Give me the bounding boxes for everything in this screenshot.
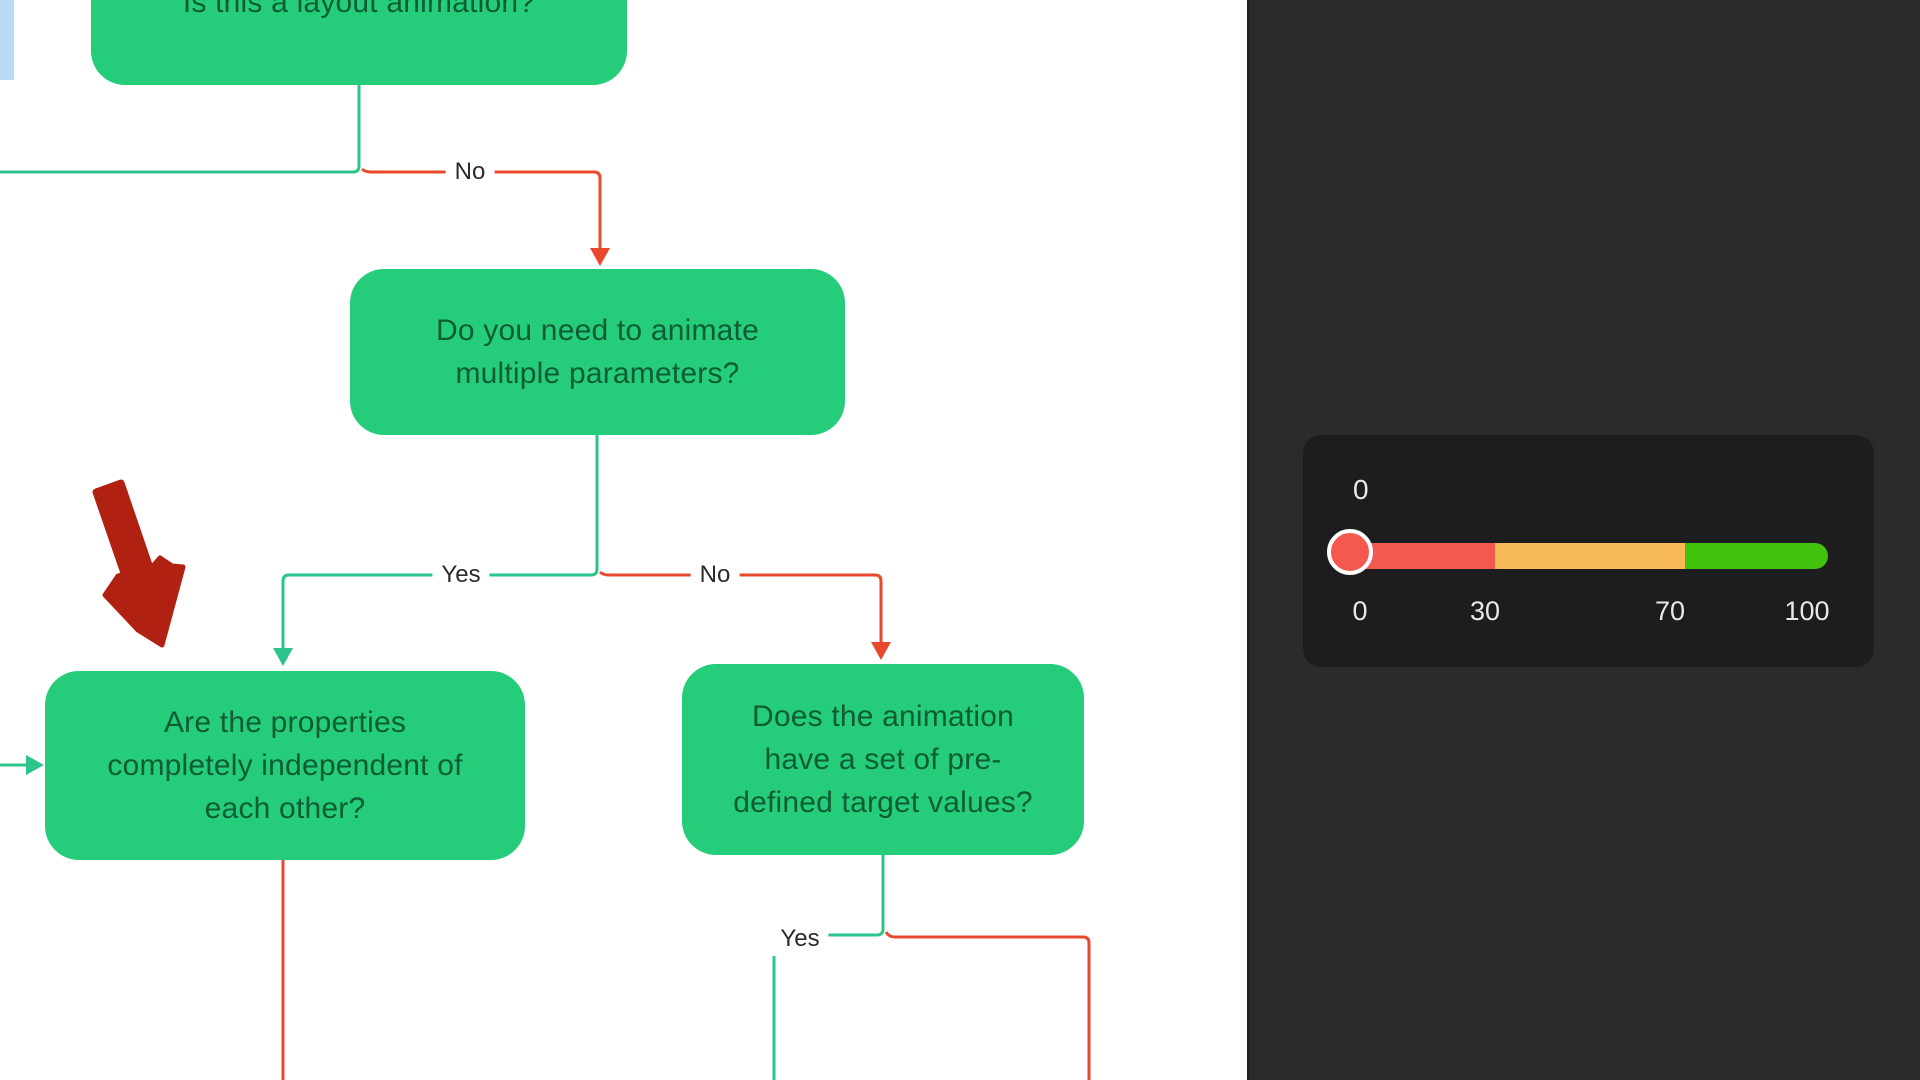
node-predefined-target-values[interactable]: Does the animation have a set of pre- de… xyxy=(682,664,1084,855)
slider-tick-0: 0 xyxy=(1352,596,1368,626)
edge-yes-from-predefined xyxy=(772,855,885,1080)
edge-no-from-predefined xyxy=(884,931,1091,1080)
slider-value-label: 0 xyxy=(1353,474,1369,505)
node-text-line: Are the properties xyxy=(163,706,407,739)
slider-tick-30: 30 xyxy=(1469,596,1501,626)
slider-segment-mid xyxy=(1495,543,1685,569)
edge-label-no-mid: No xyxy=(690,558,740,592)
slider-segment-high xyxy=(1685,543,1828,569)
node-is-layout-animation[interactable]: Is this a layout animation? xyxy=(91,0,627,85)
node-text-line: each other? xyxy=(204,792,366,825)
node-properties-independent[interactable]: Are the properties completely independen… xyxy=(45,671,525,860)
slider-tick-70: 70 xyxy=(1654,596,1686,626)
node-text-line: Do you need to animate xyxy=(436,314,759,347)
arrowhead-no-to-multiple xyxy=(590,248,610,266)
slider-card: 0 0 30 70 100 xyxy=(1303,435,1874,667)
annotation-arrow-icon xyxy=(92,479,186,648)
edge-yes-left xyxy=(0,83,361,174)
node-text-line: completely independent of xyxy=(107,749,463,782)
arrowhead-into-independent xyxy=(26,755,44,775)
node-text-line: have a set of pre- xyxy=(764,743,1002,776)
edge-no-to-multiple xyxy=(360,167,602,250)
preview-panel: 0 0 30 70 100 xyxy=(1247,0,1920,1080)
flowchart-canvas: Is this a layout animation? Do you need … xyxy=(0,0,1091,1080)
flowchart-edges xyxy=(0,83,1091,1080)
edge-no-to-predefined xyxy=(598,570,883,644)
arrowhead-yes-to-independent xyxy=(273,648,293,666)
edge-label-no-top: No xyxy=(445,155,495,189)
slider-tick-100: 100 xyxy=(1784,596,1830,626)
slider-thumb[interactable] xyxy=(1327,529,1373,575)
node-animate-multiple-parameters[interactable]: Do you need to animate multiple paramete… xyxy=(350,269,845,435)
node-text-line: Is this a layout animation? xyxy=(182,0,536,19)
node-text-line: multiple parameters? xyxy=(455,357,740,390)
node-text-line: Does the animation xyxy=(751,700,1015,733)
clipped-node-fragment xyxy=(0,0,14,80)
slider-track[interactable] xyxy=(1332,543,1828,569)
node-text-line: defined target values? xyxy=(733,786,1033,819)
edge-label-yes-bottom: Yes xyxy=(771,922,829,956)
edge-label-yes-mid: Yes xyxy=(432,558,490,592)
arrowhead-no-to-predefined xyxy=(871,642,891,660)
edge-yes-to-independent xyxy=(281,435,599,650)
